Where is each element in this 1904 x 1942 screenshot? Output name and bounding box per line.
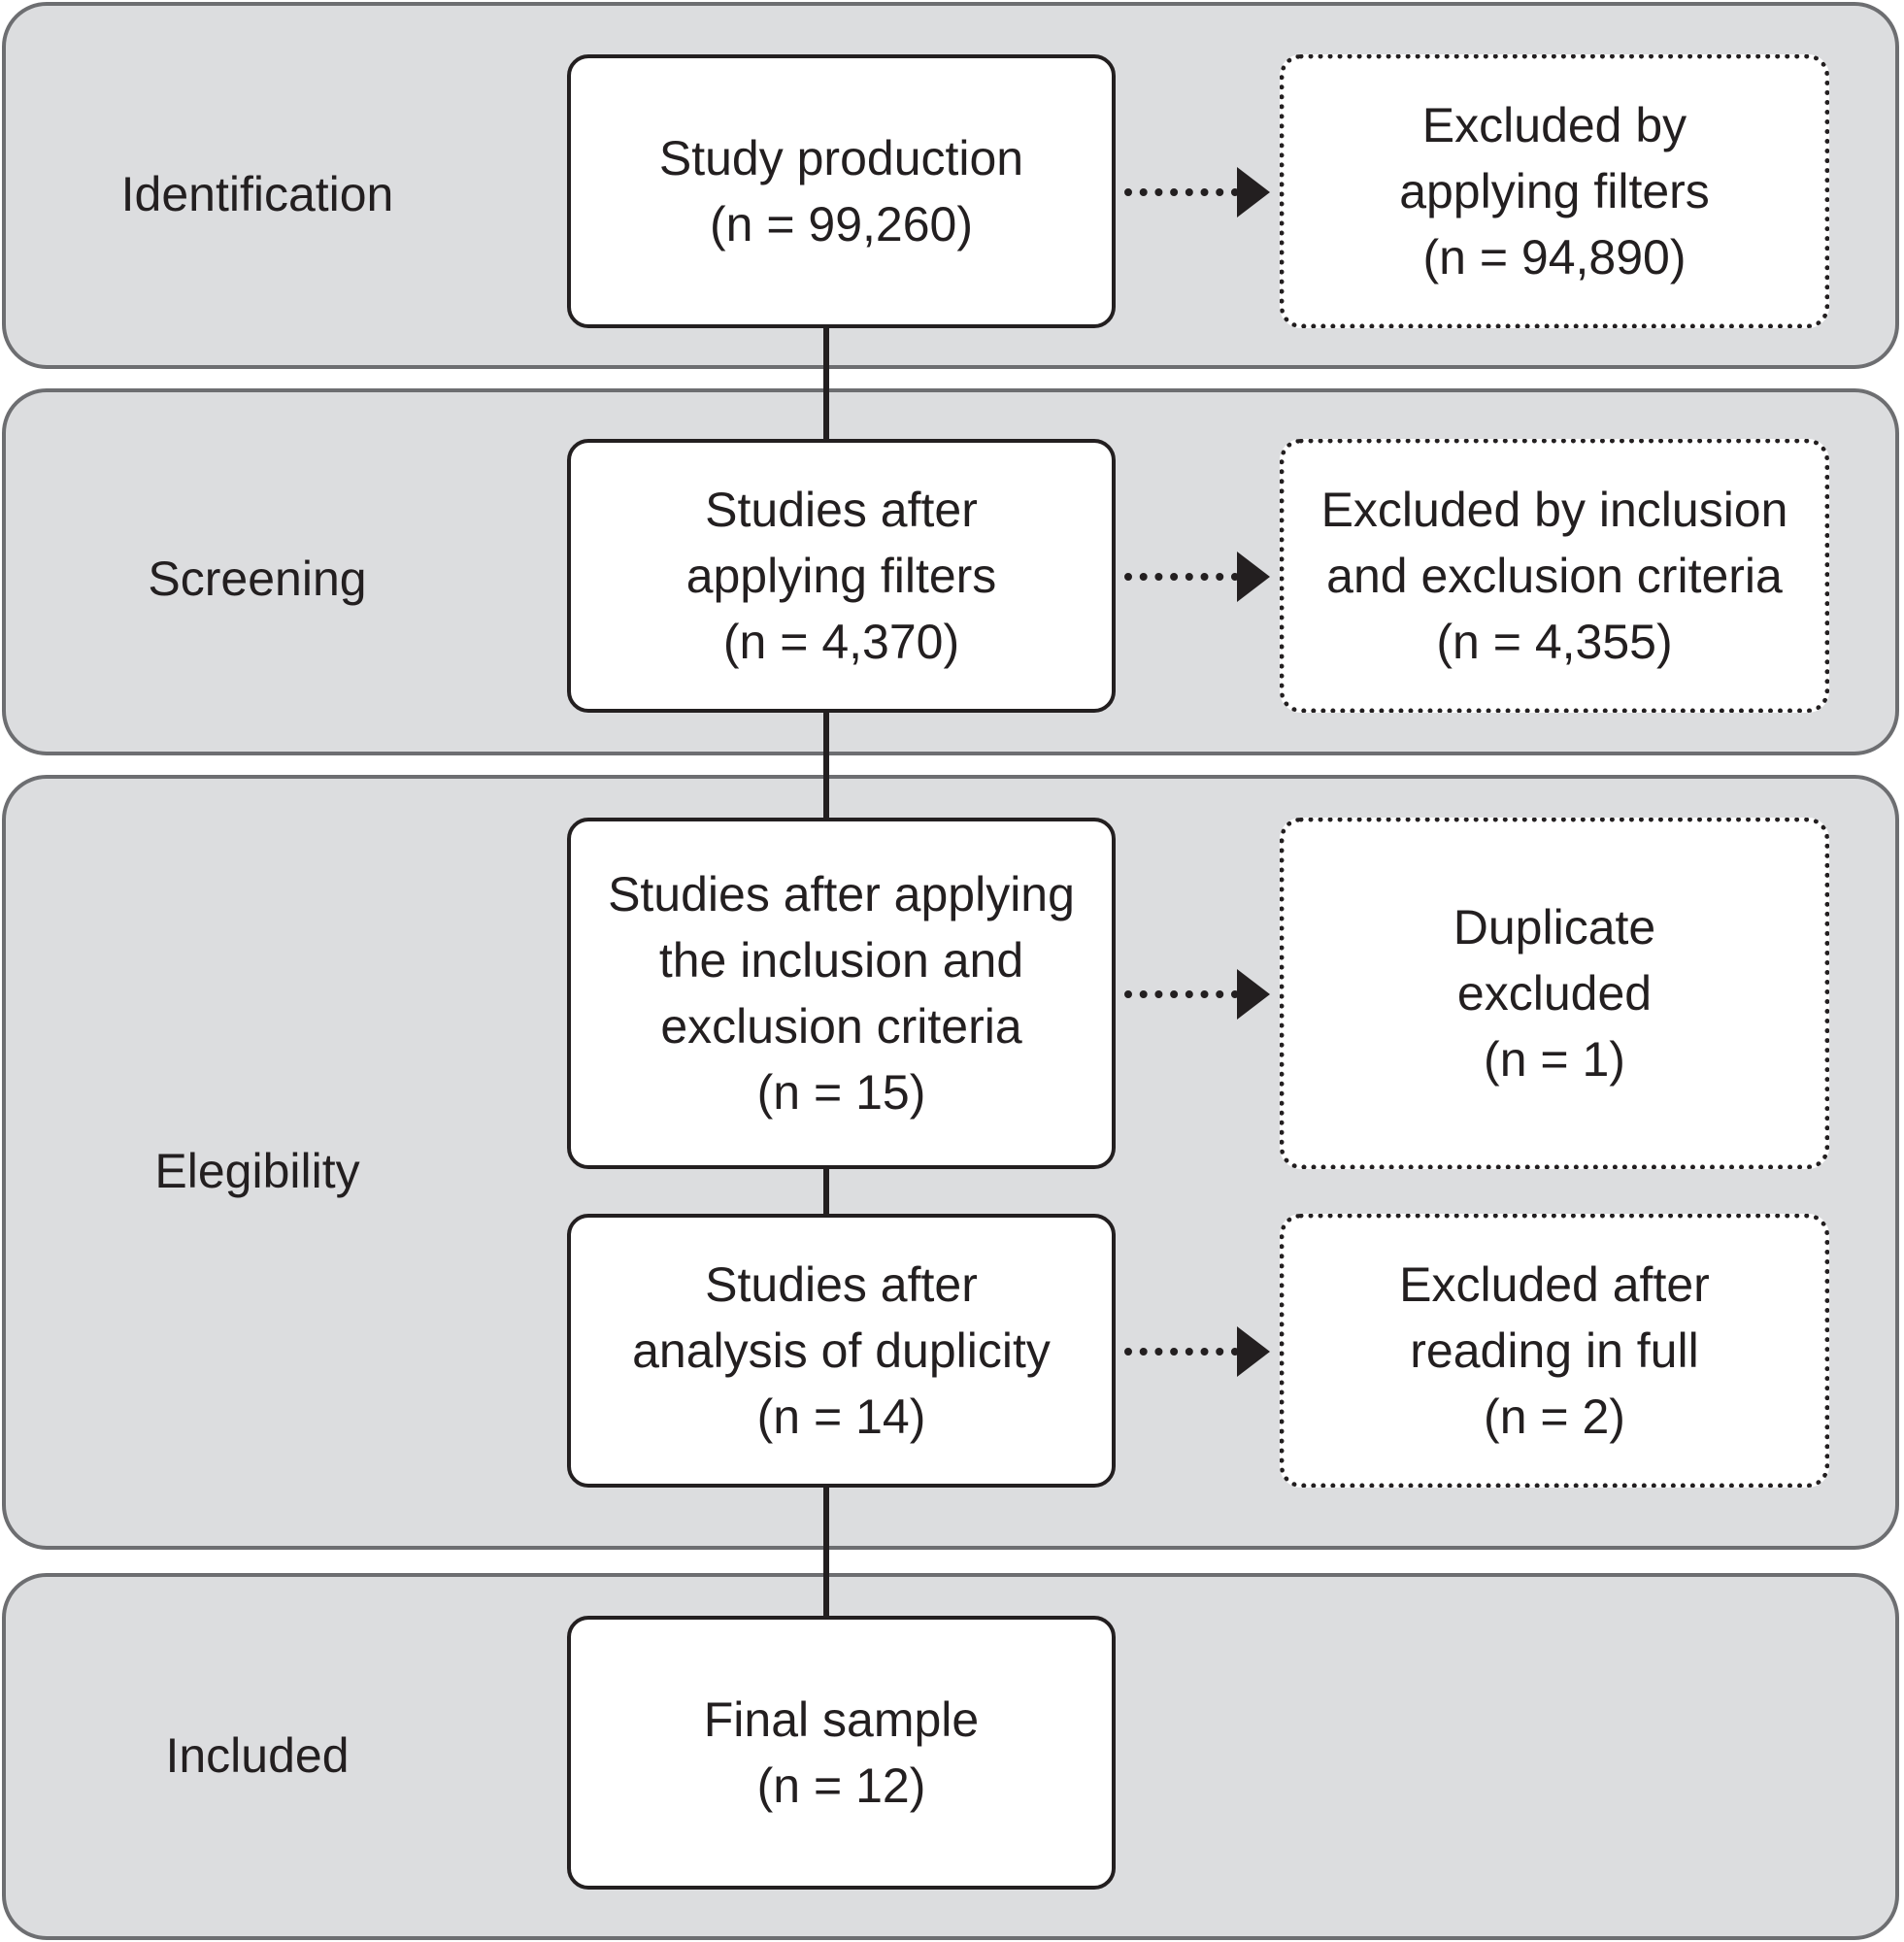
box-line: applying filters	[685, 549, 997, 603]
arrowhead-icon	[1237, 969, 1270, 1020]
excluded-by-filters-box: Excluded by applying filters (n = 94,890…	[1280, 54, 1829, 328]
duplicate-excluded-box: Duplicate excluded (n = 1)	[1280, 818, 1829, 1169]
box-line: Studies after	[705, 483, 978, 537]
box-count: (n = 14)	[756, 1390, 926, 1444]
box-line: applying filters	[1399, 164, 1710, 218]
final-sample-box: Final sample (n = 12)	[567, 1616, 1116, 1890]
box-line: Studies after	[705, 1257, 978, 1312]
dotted-line	[1124, 188, 1239, 196]
box-line: analysis of duplicity	[632, 1323, 1051, 1378]
study-production-box: Study production (n = 99,260)	[567, 54, 1116, 328]
box-line: and exclusion criteria	[1326, 549, 1783, 603]
dotted-line	[1124, 990, 1239, 998]
studies-after-criteria-box: Studies after applying the inclusion and…	[567, 818, 1116, 1169]
stage-label-included: Included	[165, 1728, 350, 1783]
box-count: (n = 4,370)	[722, 615, 960, 669]
studies-after-filters-box: Studies after applying filters (n = 4,37…	[567, 439, 1116, 713]
stage-label-identification: Identification	[120, 167, 394, 221]
excluded-after-reading-box: Excluded after reading in full (n = 2)	[1280, 1214, 1829, 1488]
box-count: (n = 1)	[1484, 1032, 1625, 1087]
connector-production-to-filters	[823, 326, 829, 441]
connector-filters-to-criteria	[823, 711, 829, 821]
excluded-by-criteria-box: Excluded by inclusion and exclusion crit…	[1280, 439, 1829, 713]
box-count: (n = 4,355)	[1436, 615, 1673, 669]
arrow-to-excluded-by-filters	[1124, 163, 1272, 221]
connector-criteria-to-duplicity	[823, 1167, 829, 1216]
arrow-to-excluded-by-criteria	[1124, 548, 1272, 606]
studies-after-duplicity-box: Studies after analysis of duplicity (n =…	[567, 1214, 1116, 1488]
stage-label-eligibility: Elegibility	[154, 1144, 360, 1198]
box-line: reading in full	[1410, 1323, 1699, 1378]
box-count: (n = 15)	[756, 1065, 926, 1120]
box-count: (n = 94,890)	[1422, 230, 1687, 285]
box-count: (n = 12)	[756, 1758, 926, 1813]
stage-label-screening: Screening	[148, 552, 367, 606]
box-line: Excluded by	[1421, 98, 1687, 152]
box-line: Excluded after	[1399, 1257, 1710, 1312]
box-line: Studies after applying	[608, 867, 1075, 921]
dotted-line	[1124, 1348, 1239, 1356]
box-line: Duplicate	[1453, 900, 1656, 954]
box-line: exclusion criteria	[660, 999, 1022, 1054]
box-line: Excluded by inclusion	[1320, 483, 1788, 537]
box-count: (n = 2)	[1484, 1390, 1625, 1444]
arrow-to-excluded-after-reading	[1124, 1323, 1272, 1381]
box-line: Study production	[658, 131, 1024, 185]
arrowhead-icon	[1237, 167, 1270, 218]
box-count: (n = 99,260)	[709, 197, 974, 251]
box-line: excluded	[1456, 966, 1653, 1021]
dotted-line	[1124, 573, 1239, 581]
arrowhead-icon	[1237, 552, 1270, 602]
arrow-to-duplicate-excluded	[1124, 965, 1272, 1023]
connector-duplicity-to-final	[823, 1486, 829, 1618]
box-line: the inclusion and	[658, 933, 1024, 988]
box-line: Final sample	[703, 1692, 980, 1747]
arrowhead-icon	[1237, 1326, 1270, 1377]
